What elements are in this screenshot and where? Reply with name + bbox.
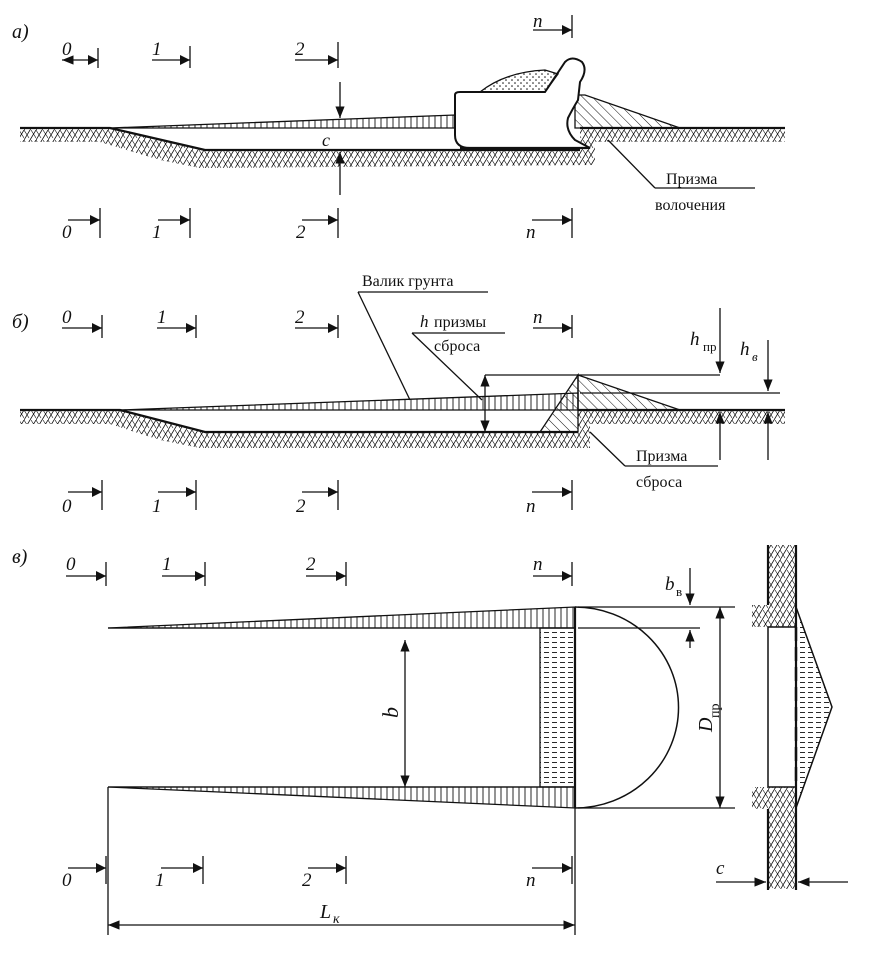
panel-b-h-line2: сброса [434, 338, 480, 355]
panel-c-lk-main: L [319, 901, 331, 923]
panel-b-prism-leader [589, 431, 626, 467]
section-label: 2 [296, 222, 306, 243]
section-label: 2 [296, 496, 306, 517]
panel-c-bv-main: b [665, 574, 675, 595]
section-label: 1 [152, 496, 162, 517]
panel-a-ridge [109, 114, 456, 129]
section-label: 1 [157, 307, 167, 328]
panel-a-drag-prism [574, 94, 681, 129]
panel-c-top-wedge [107, 606, 576, 629]
panel-c-bv-sub: в [676, 584, 682, 599]
section-label: 2 [295, 307, 305, 328]
panel-b-hv-sub: в [752, 349, 758, 364]
section-label: 0 [62, 870, 72, 891]
panel-a-sections-top: 0 1 2 n [62, 11, 573, 68]
panel-b-prism-line1: Призма [636, 448, 687, 465]
panel-c-dpr-main: D [695, 717, 717, 733]
panel-b-hpr-sub: пр [703, 339, 716, 354]
section-arrow [302, 208, 339, 238]
side-cut [767, 626, 797, 788]
panel-b-letter: б) [12, 311, 29, 333]
section-label: n [526, 222, 536, 243]
section-label: 1 [155, 870, 165, 891]
section-arrow [158, 208, 191, 238]
panel-b-ridge-leader [357, 291, 411, 401]
panel-b-section-arrowheads [92, 323, 572, 497]
section-label: 1 [152, 222, 162, 243]
panel-b: б) Валик грунта h призмы сброса Призма с… [12, 273, 785, 517]
panel-c-sections-bottom: 0 1 2 n [62, 856, 573, 891]
panel-b-ridge [119, 392, 579, 411]
section-label: 0 [62, 307, 72, 328]
section-label: n [533, 11, 543, 32]
panel-a-callout-line2: волочения [655, 197, 726, 214]
panel-c: в) b b в D пр L к [12, 545, 848, 935]
panel-a-cut-line [20, 126, 580, 152]
section-label: n [526, 496, 536, 517]
panel-c-bottom-wedge [107, 786, 576, 809]
panel-c-side-section [752, 545, 833, 890]
panel-b-ridge-label: Валик грунта [362, 273, 453, 290]
section-label: 1 [152, 39, 162, 60]
panel-a-letter: а) [12, 21, 29, 43]
panel-c-lk-sub: к [333, 912, 340, 927]
panel-a: а) c Призма волочения 0 1 2 n [12, 11, 785, 243]
panel-b-sections-bottom: 0 1 2 n [62, 480, 573, 517]
panel-b-h-leader [411, 332, 483, 401]
panel-c-dump-semicircle [574, 606, 680, 809]
bulldozer-load [478, 69, 560, 93]
panel-b-prism-line2: сброса [636, 474, 682, 491]
panel-a-section-arrowheads [88, 25, 572, 225]
section-label: 2 [302, 870, 312, 891]
panel-a-dim-c-label: c [322, 130, 330, 150]
panel-a-ground [20, 128, 785, 168]
panel-a-callout-leader [607, 139, 656, 189]
section-arrow [68, 480, 103, 510]
panel-c-front-band [539, 627, 576, 788]
section-label: n [533, 307, 543, 328]
bulldozer-blade [454, 57, 591, 149]
panel-b-ground [20, 410, 785, 448]
section-arrow [302, 480, 339, 510]
section-label: n [526, 870, 536, 891]
side-soil-lower [752, 787, 796, 809]
section-label: 2 [306, 554, 316, 575]
panel-c-sections-top: 0 1 2 n [66, 554, 573, 586]
section-arrow [158, 480, 197, 510]
section-label: n [533, 554, 543, 575]
panel-a-sections-bottom: 0 1 2 n [62, 208, 573, 243]
section-label: 2 [295, 39, 305, 60]
section-label: 0 [62, 222, 72, 243]
panel-b-cut-line [20, 408, 578, 434]
side-soil-top [768, 545, 796, 605]
panel-a-callout-line1: Призма [666, 171, 717, 188]
panel-b-hv-main: h [740, 339, 750, 360]
section-arrow [68, 208, 101, 238]
panel-b-dump-prism-front [538, 372, 579, 433]
section-label: 0 [62, 39, 72, 60]
panel-b-sections-top: 0 1 2 n [62, 307, 573, 338]
panel-b-h-symbol: h [420, 312, 429, 331]
panel-b-h-line1: призмы [434, 314, 486, 331]
panel-c-section-arrowheads [96, 571, 572, 873]
side-soil-bottom [768, 809, 796, 889]
side-soil-upper [752, 605, 796, 627]
panel-c-letter: в) [12, 546, 28, 568]
panel-c-b-label: b [378, 707, 403, 718]
panel-c-c-label: c [716, 858, 725, 879]
panel-c-dpr-sub: пр [708, 704, 723, 719]
section-label: 0 [66, 554, 76, 575]
section-label: 0 [62, 496, 72, 517]
side-prism [795, 606, 833, 809]
panel-b-hpr-main: h [690, 329, 700, 350]
section-label: 1 [162, 554, 172, 575]
